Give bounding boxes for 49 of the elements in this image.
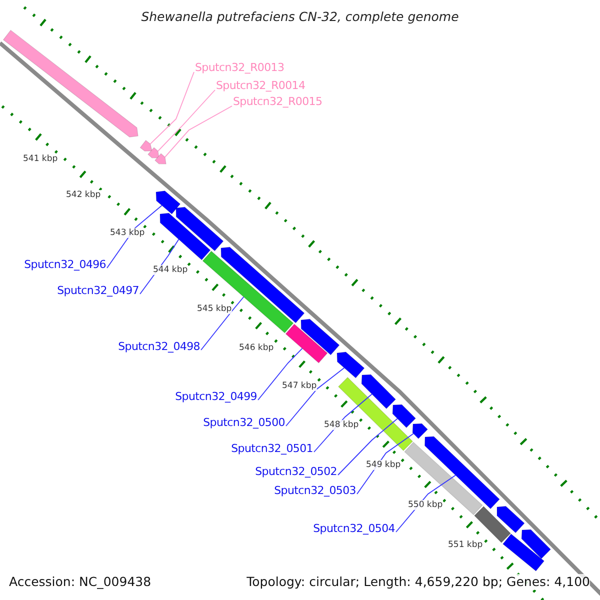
position-label: 545 kbp (197, 304, 232, 314)
position-label: 546 kbp (239, 343, 274, 353)
position-label: 547 kbp (282, 381, 317, 391)
position-label: 542 kbp (66, 190, 101, 200)
gene-label: Sputcn32_0503 (274, 484, 356, 497)
gene-block (148, 147, 160, 158)
gene-block (160, 212, 211, 260)
diagram-title: Shewanella putrefaciens CN-32, complete genome (140, 9, 460, 24)
position-label: 544 kbp (153, 265, 188, 275)
gene-label: Sputcn32_0500 (203, 416, 285, 429)
gene-block (412, 423, 428, 440)
gene-label: Sputcn32_R0014 (216, 79, 306, 92)
leader-line (338, 418, 398, 476)
leader-line (150, 72, 194, 144)
leader-line (200, 296, 244, 350)
leader-line (258, 348, 303, 400)
position-label: 550 kbp (408, 500, 443, 510)
genome-summary: Topology: circular; Length: 4,659,220 bp; Genes: 4,100 (246, 574, 590, 590)
gene-label: Sputcn32_R0013 (195, 61, 284, 74)
gene-block (521, 529, 552, 560)
gene-label: Sputcn32_0498 (118, 340, 200, 353)
leader-line (164, 106, 232, 158)
position-label: 549 kbp (366, 460, 401, 470)
gene-label: Sputcn32_0497 (57, 284, 139, 297)
position-label: 548 kbp (324, 420, 359, 430)
gene-block (392, 404, 416, 428)
position-label: 543 kbp (110, 228, 145, 238)
gene-bar (285, 324, 328, 364)
leader-line (286, 367, 345, 426)
gene-block (156, 190, 181, 214)
leader-line (158, 90, 216, 152)
gene-label: Sputcn32_R0015 (233, 95, 322, 108)
gene-block (424, 436, 500, 510)
gene-block (2, 30, 138, 138)
gene-block (176, 206, 224, 252)
position-label: 551 kbp (448, 540, 483, 550)
gene-label: Sputcn32_0501 (231, 442, 313, 455)
gene-block (300, 318, 340, 356)
gene-label: Sputcn32_0499 (175, 390, 257, 403)
gene-label: Sputcn32_0496 (24, 258, 106, 271)
gene-label: Sputcn32_0502 (255, 465, 337, 478)
gene-bar (404, 442, 483, 516)
gene-label: Sputcn32_0504 (313, 522, 395, 535)
gene-block (154, 153, 166, 164)
gene-block (361, 374, 396, 410)
gene-block (336, 352, 365, 378)
accession-text: Accession: NC_009438 (9, 574, 152, 590)
position-label: 541 kbp (23, 154, 58, 164)
gene-block (140, 140, 152, 152)
